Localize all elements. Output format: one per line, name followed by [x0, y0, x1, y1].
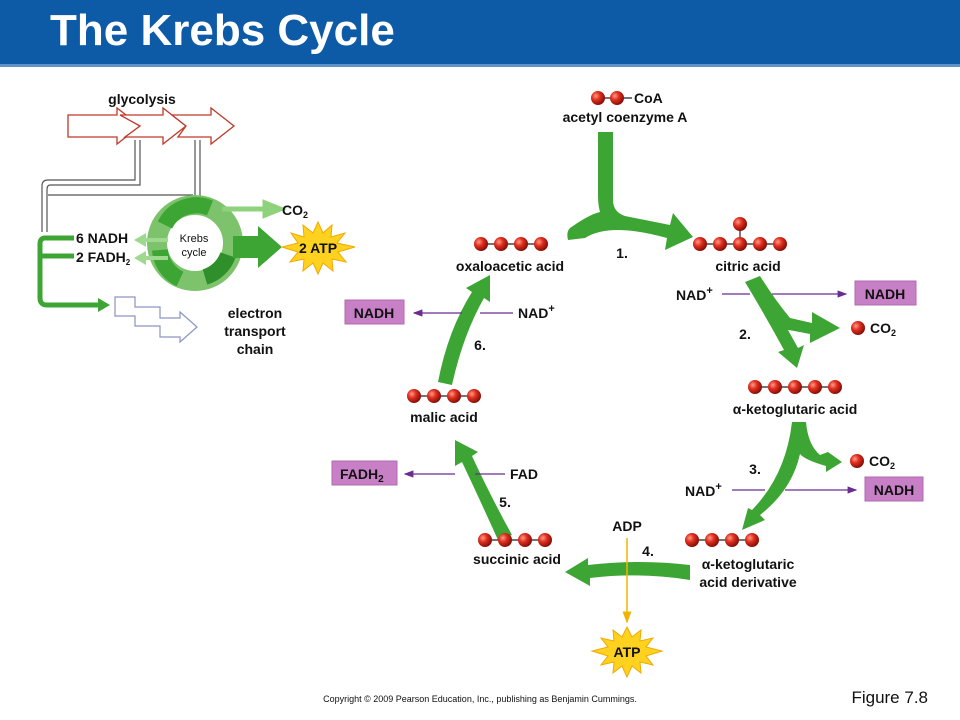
coa-label: CoA — [634, 90, 663, 106]
fadh-label: FADH2 — [340, 466, 384, 485]
electron-carrier-path — [37, 235, 100, 308]
nad-plus-3: NAD+ — [685, 481, 722, 499]
co2-ball-3 — [850, 454, 864, 468]
nadh-box-3 — [864, 476, 924, 502]
co2-arrow — [222, 199, 287, 219]
nad-plus-6: NAD+ — [518, 303, 555, 321]
glycolysis-label: glycolysis — [108, 91, 176, 107]
alpha-ketoglutaric-derivative-molecule — [685, 533, 759, 547]
glycolysis-arrows — [67, 106, 236, 146]
page-title: The Krebs Cycle — [50, 6, 395, 55]
citric-acid-label: citric acid — [715, 258, 780, 274]
etc-label-1: electron — [228, 305, 282, 321]
inset-fadh: 2 FADH2 — [76, 249, 131, 267]
succinic-acid-label: succinic acid — [473, 551, 561, 567]
fad-label: FAD — [510, 466, 538, 482]
step-3: 3. — [749, 461, 761, 477]
cycle-arrows — [438, 132, 842, 586]
header-bar: The Krebs Cycle — [0, 0, 960, 67]
fadh-box — [331, 460, 398, 486]
atp-starburst — [280, 220, 356, 276]
acetyl-coa-label: acetyl coenzyme A — [563, 109, 688, 125]
oxaloacetic-acid-label: oxaloacetic acid — [456, 258, 564, 274]
succinic-acid-molecule — [478, 533, 552, 547]
inset-overview: glycolysis Krebs cycle CO2 2 ATP — [37, 91, 356, 357]
co2-2: CO2 — [870, 320, 896, 338]
derivative-label-1: α-ketoglutaric — [702, 556, 795, 572]
alpha-ketoglutaric-molecule — [748, 380, 842, 394]
krebs-label-1: Krebs — [180, 233, 209, 245]
step-4: 4. — [642, 543, 654, 559]
step-5: 5. — [499, 494, 511, 510]
co2-3: CO2 — [869, 453, 895, 471]
malic-acid-molecule — [407, 389, 481, 403]
atp-arrow — [233, 226, 282, 268]
co2-ball-2 — [851, 321, 865, 335]
figure-number: Figure 7.8 — [851, 688, 928, 707]
step-6: 6. — [474, 337, 486, 353]
nadh-box-2 — [854, 280, 917, 306]
etc-arrow — [114, 296, 198, 344]
krebs-label-2: cycle — [181, 247, 206, 259]
inset-co2: CO2 — [282, 202, 308, 220]
derivative-label-2: acid derivative — [699, 574, 796, 590]
nadh-2: NADH — [865, 286, 905, 302]
krebs-mini-cycle: Krebs cycle — [147, 195, 243, 291]
nadh-box-6 — [344, 299, 405, 325]
alpha-ketoglutaric-label: α-ketoglutaric acid — [733, 401, 858, 417]
step-2: 2. — [739, 326, 751, 342]
copyright: Copyright © 2009 Pearson Education, Inc.… — [323, 694, 637, 704]
acetyl-coa-molecule: CoA — [591, 90, 663, 106]
nadh-6: NADH — [354, 305, 394, 321]
etc-label-3: chain — [237, 341, 274, 357]
citric-acid-molecule — [693, 217, 787, 251]
nadh-3: NADH — [874, 482, 914, 498]
step-1: 1. — [616, 245, 628, 261]
inset-atp: 2 ATP — [299, 240, 337, 256]
malic-acid-label: malic acid — [410, 409, 478, 425]
atp-label: ATP — [614, 644, 641, 660]
etc-label-2: transport — [224, 323, 286, 339]
inset-nadh: 6 NADH — [76, 230, 128, 246]
atp-starburst-main — [590, 625, 664, 679]
connector-lines — [41, 140, 209, 232]
adp-label: ADP — [612, 518, 642, 534]
nadh-fadh-arrows — [134, 233, 168, 265]
nad-plus-2: NAD+ — [676, 285, 713, 303]
oxaloacetic-acid-molecule — [474, 237, 548, 251]
